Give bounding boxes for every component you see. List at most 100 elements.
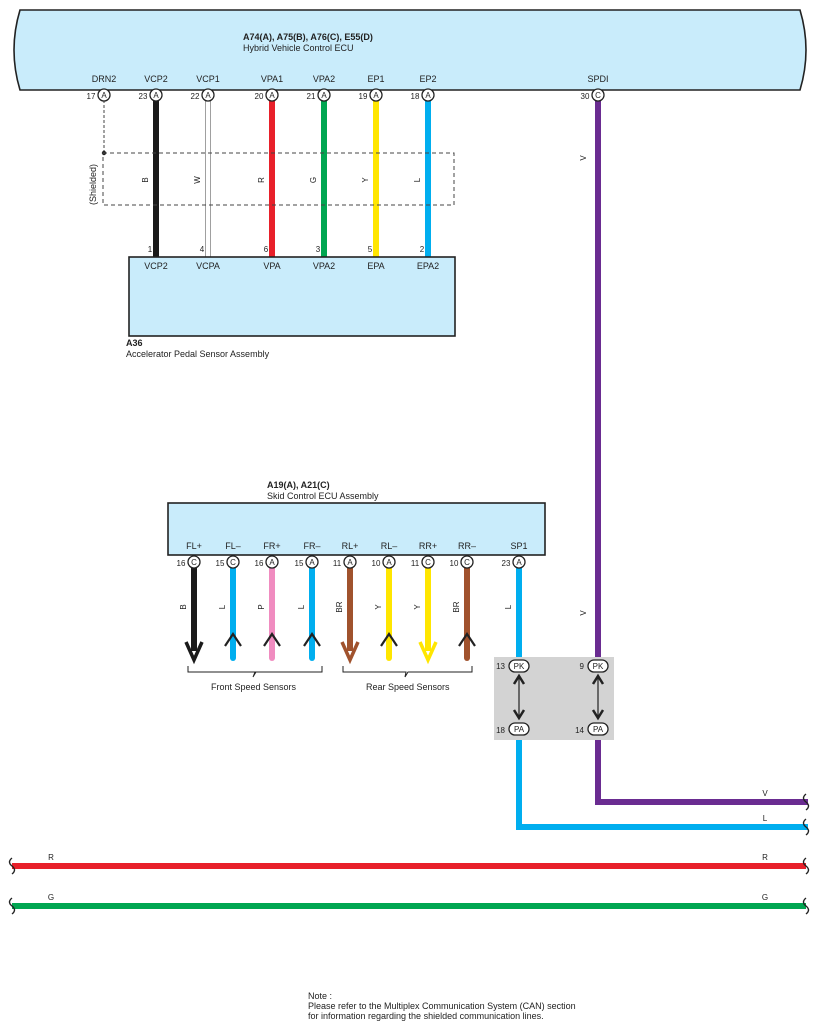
arrow-down [418,641,438,665]
pedal-pin-number: 2 [420,245,425,254]
hv-pin-connector-vcp2-text: A [153,91,159,100]
skid-pin-number: 16 [177,559,186,568]
hv-pin-signal-ep2: EP2 [419,74,436,84]
pedal-pin-number: 6 [264,245,269,254]
hv-ecu-name: Hybrid Vehicle Control ECU [243,43,354,53]
wire-fl+-color: B [179,604,188,609]
skid-pin-number: 15 [295,559,304,568]
skid-pin-connector-text: A [347,558,353,567]
wire-rr–-color: BR [452,601,461,612]
pedal-sensor-box [128,256,456,337]
skid-pin-signal: FR– [303,541,320,551]
skid-pin-signal: RR– [458,541,476,551]
arrow-up [303,632,321,647]
pedal-sensor-code: A36 [126,338,143,348]
junction-top-connector-text: PK [593,662,604,671]
bus-r-label-left: R [48,853,54,862]
junction-top-pin-number: 13 [496,662,505,671]
bus-g-label-left: G [48,893,54,902]
wire-sp1 [516,568,808,830]
junction-arrow-up [512,673,526,685]
wire-vcp2-color: B [141,177,150,182]
junction-arrow-down [512,709,526,721]
hv-pin-number: 20 [255,92,264,101]
bus-l-label: L [763,814,768,823]
pedal-pin-number: 1 [148,245,153,254]
hv-pin-number: 21 [307,92,316,101]
pedal-pin-signal-vpa: VPA [263,261,280,271]
hv-pin-connector-drn2: A [97,88,111,102]
hv-pin-connector-ep2: A [421,88,435,102]
skid-pin-number: 10 [372,559,381,568]
skid-pin-connector-text: A [516,558,522,567]
pedal-pin-signal-vcp2: VCP2 [144,261,168,271]
wire-fr–-color: L [297,604,306,609]
wire-spdi [595,100,808,805]
skid-pin-connector: C [421,555,435,569]
bus-g-label-right: G [762,893,768,902]
junction-top-pin-number: 9 [580,662,585,671]
pedal-pin-signal-vcpa: VCPA [196,261,220,271]
skid-pin-connector-text: A [386,558,392,567]
wire-ep2-color: L [413,177,422,182]
junction-bottom-pin-number: 18 [496,726,505,735]
hv-pin-signal-drn2: DRN2 [92,74,117,84]
front-sensors-bracket [187,666,323,678]
hv-pin-connector-vcp1: A [201,88,215,102]
front-sensors-label: Front Speed Sensors [211,682,297,692]
line-break-mark [8,897,16,915]
wire-rl–-color: Y [374,604,383,610]
hv-pin-connector-vpa2-text: A [321,91,327,100]
hv-pin-number: 22 [191,92,200,101]
hv-pin-connector-spdi-text: C [595,91,601,100]
junction-bottom-connector-text: PA [593,725,604,734]
skid-pin-number: 11 [333,559,342,568]
wire-rr+-color: Y [413,604,422,610]
rear-sensors-bracket [342,666,473,678]
skid-pin-connector: C [187,555,201,569]
skid-pin-signal: RL+ [342,541,359,551]
hv-pin-connector-drn2-text: A [101,91,107,100]
hv-pin-connector-ep2-text: A [425,91,431,100]
hv-pin-connector-vpa1: A [265,88,279,102]
skid-ecu-code: A19(A), A21(C) [267,480,330,490]
skid-pin-connector: A [382,555,396,569]
skid-pin-number: 23 [502,559,511,568]
junction-bottom-connector: PA [587,722,609,736]
hv-pin-connector-vpa1-text: A [269,91,275,100]
bus-r-label-right: R [762,853,768,862]
pedal-pin-signal-vpa2: VPA2 [313,261,335,271]
skid-pin-signal: RL– [381,541,398,551]
hv-pin-connector-vcp2: A [149,88,163,102]
skid-pin-connector: A [512,555,526,569]
pedal-pin-signal-epa2: EPA2 [417,261,439,271]
rear-sensors-label: Rear Speed Sensors [366,682,450,692]
arrow-up [380,632,398,647]
skid-pin-connector-text: C [464,558,470,567]
wire-vcp1-color: W [193,176,202,184]
line-break-mark [8,857,16,875]
hv-ecu-box [13,9,807,91]
pedal-pin-number: 5 [368,245,373,254]
junction-bottom-pin-number: 14 [575,726,584,735]
shield-box [102,152,455,206]
wire-fr+-color: P [257,604,266,609]
note-line-1: Please refer to the Multiplex Communicat… [308,1001,576,1011]
note-title: Note : [308,991,332,1001]
arrow-down [340,641,360,665]
pedal-pin-number: 4 [200,245,205,254]
wire-sp1-color: L [504,604,513,609]
hv-pin-signal-vpa2: VPA2 [313,74,335,84]
arrow-up [458,632,476,647]
hv-pin-number: 18 [411,92,420,101]
hv-pin-connector-ep1: A [369,88,383,102]
skid-pin-connector-text: A [309,558,315,567]
